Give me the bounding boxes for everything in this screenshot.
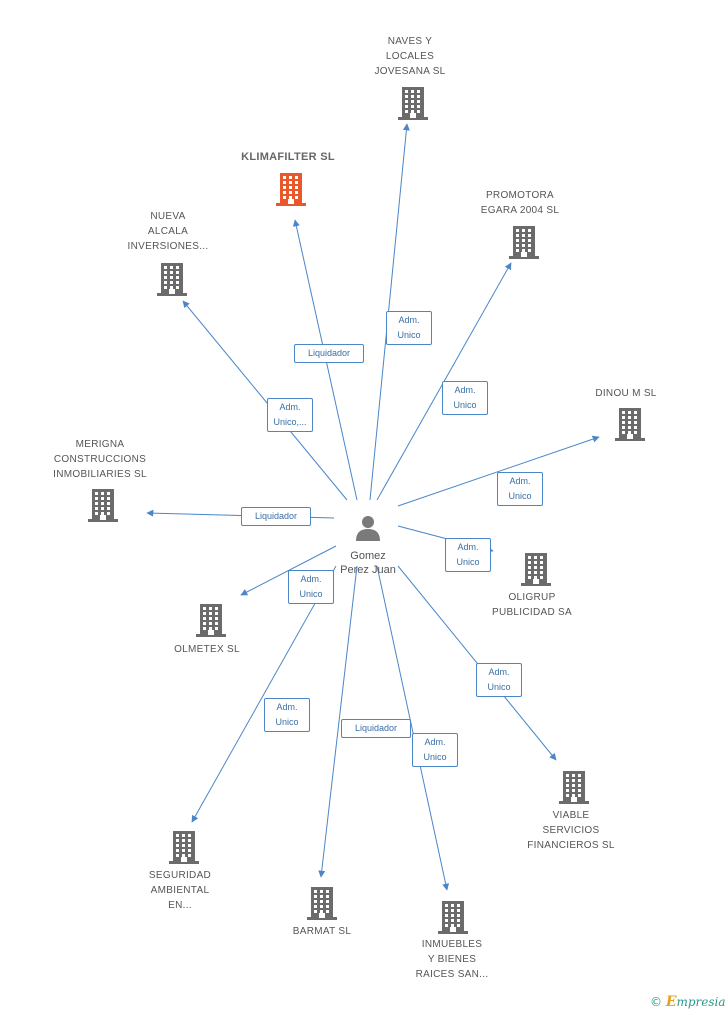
- company-label-dinou[interactable]: DINOU M SL: [595, 388, 657, 399]
- company-label-klimafilter[interactable]: KLIMAFILTER SL: [241, 151, 335, 163]
- edge-label-seguridad: Adm. Unico: [264, 698, 310, 732]
- company-label-promotora[interactable]: PROMOTORA EGARA 2004 SL: [480, 190, 560, 216]
- edge-label-klimafilter: Liquidador: [294, 344, 364, 363]
- building-icon-dinou[interactable]: [615, 407, 645, 446]
- company-label-naves[interactable]: NAVES Y LOCALES JOVESANA SL: [374, 36, 446, 77]
- company-label-inmuebles[interactable]: INMUEBLES Y BIENES RAICES SAN...: [415, 939, 489, 980]
- building-icon-nueva[interactable]: [157, 262, 187, 301]
- edge-label-inmuebles: Adm. Unico: [412, 733, 458, 767]
- building-icon-seguridad[interactable]: [169, 830, 199, 869]
- copyright-symbol: ©: [650, 995, 662, 1009]
- person-name[interactable]: Gomez Perez Juan: [340, 550, 396, 576]
- edge-label-nueva: Adm. Unico,...: [267, 398, 313, 432]
- edge-line-seguridad: [191, 565, 337, 823]
- building-icon-oligrup[interactable]: [521, 552, 551, 591]
- building-icon-merigna[interactable]: [88, 488, 118, 527]
- company-label-barmat[interactable]: BARMAT SL: [292, 926, 352, 937]
- edge-label-barmat: Liquidador: [341, 719, 411, 738]
- edge-label-oligrup: Adm. Unico: [445, 538, 491, 572]
- edge-label-olmetex: Adm. Unico: [288, 570, 334, 604]
- building-icon-viable[interactable]: [559, 770, 589, 809]
- edge-line-barmat: [318, 565, 358, 878]
- building-icon-klimafilter[interactable]: [276, 172, 306, 211]
- company-label-viable[interactable]: VIABLE SERVICIOS FINANCIEROS SL: [527, 810, 615, 851]
- edge-label-dinou: Adm. Unico: [497, 472, 543, 506]
- brand-logo-initial: E: [665, 994, 677, 1010]
- edge-line-dinou: [397, 435, 600, 507]
- edge-label-promotora: Adm. Unico: [442, 381, 488, 415]
- edge-label-viable: Adm. Unico: [476, 663, 522, 697]
- edge-line-nueva: [182, 300, 348, 501]
- brand-footer: © Empresia: [650, 994, 726, 1010]
- building-icon-inmuebles[interactable]: [438, 900, 468, 939]
- building-icon-naves[interactable]: [398, 86, 428, 125]
- company-label-merigna[interactable]: MERIGNA CONSTRUCCIONS INMOBILIARIES SL: [53, 439, 147, 480]
- brand-logo-text: mpresia: [676, 995, 726, 1009]
- company-label-nueva[interactable]: NUEVA ALCALA INVERSIONES...: [127, 211, 209, 252]
- company-label-seguridad[interactable]: SEGURIDAD AMBIENTAL EN...: [148, 870, 212, 911]
- person-icon[interactable]: [354, 514, 382, 542]
- building-icon-barmat[interactable]: [307, 886, 337, 925]
- building-icon-olmetex[interactable]: [196, 603, 226, 642]
- company-label-olmetex[interactable]: OLMETEX SL: [174, 644, 240, 655]
- company-label-oligrup[interactable]: OLIGRUP PUBLICIDAD SA: [491, 592, 573, 618]
- building-icon-promotora[interactable]: [509, 225, 539, 264]
- edge-label-merigna: Liquidador: [241, 507, 311, 526]
- edge-line-inmuebles: [376, 565, 450, 891]
- edge-label-naves: Adm. Unico: [386, 311, 432, 345]
